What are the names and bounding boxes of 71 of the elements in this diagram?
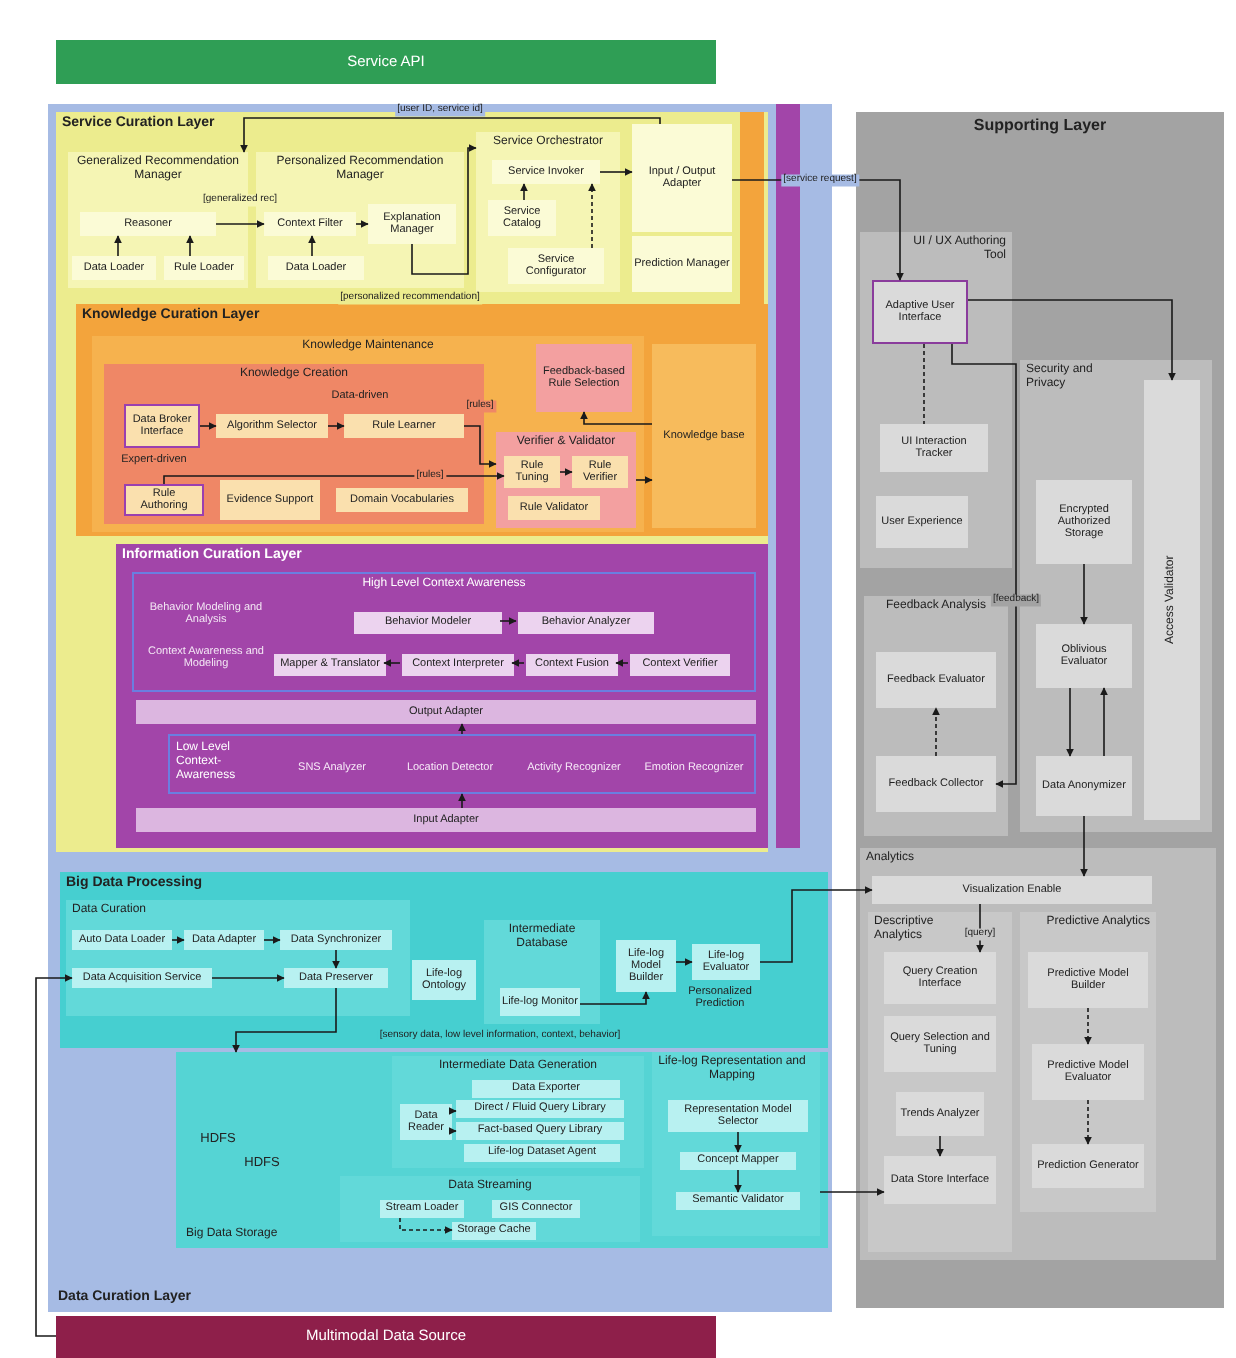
connector-arrow: [599, 168, 633, 176]
connector-arrow: [211, 974, 285, 982]
connector-arrow: [1100, 687, 1108, 757]
connector-arrow: [463, 425, 497, 468]
connector-arrow: [171, 936, 185, 944]
connector-arrow: [580, 411, 653, 425]
connector-arrow: [734, 1169, 742, 1193]
group-panel: [392, 1056, 644, 1168]
connector-arrow: [263, 936, 281, 944]
layer-title: Supporting Layer: [971, 116, 1109, 135]
layer-panel: [856, 112, 1224, 1308]
group-panel: [476, 132, 620, 292]
connector-arrow: [499, 617, 517, 625]
connector-arrow: [458, 793, 466, 809]
connector-arrow: [1066, 687, 1074, 757]
group-panel: [132, 572, 756, 692]
group-panel: [66, 900, 410, 1016]
layer-panel: [76, 304, 768, 536]
connector-arrow: [559, 468, 573, 476]
connector-arrow: [458, 723, 466, 735]
connector-arrow: [448, 1127, 457, 1135]
connector-arrow: [327, 422, 345, 430]
group-panel: [168, 734, 756, 794]
connector-arrow: [199, 422, 217, 430]
connector-arrow: [734, 1131, 742, 1153]
group-panel: [1020, 912, 1156, 1212]
group-panel: [652, 1052, 820, 1236]
group-panel: [496, 432, 636, 528]
connector-arrow: [579, 991, 650, 1005]
group-panel: [484, 920, 600, 1024]
connector-arrow: [936, 1135, 944, 1157]
group-panel: [176, 1052, 828, 1248]
connector-arrow: [1084, 1099, 1092, 1145]
connector-arrow: [759, 886, 873, 963]
connector-arrow: [355, 220, 369, 228]
connector-arrow: [932, 707, 940, 757]
connector-arrow: [240, 117, 661, 153]
connector-arrow: [215, 220, 265, 228]
connector-arrow: [588, 183, 596, 249]
connector-arrow: [635, 476, 653, 484]
connector-arrow: [186, 235, 194, 257]
connector-arrow: [1080, 815, 1088, 877]
connector-arrow: [967, 299, 1176, 381]
connector-arrow: [399, 1217, 453, 1234]
connector-arrow: [448, 1107, 457, 1115]
connector-line: [923, 343, 925, 425]
connector-arrow: [383, 659, 401, 667]
connector-arrow: [951, 343, 1017, 788]
group-panel: [92, 336, 644, 532]
connector-arrow: [332, 949, 340, 969]
connector-arrow: [675, 958, 693, 966]
connector-arrow: [35, 974, 73, 1337]
group-panel: [860, 232, 1012, 568]
connector-arrow: [615, 659, 629, 667]
connector-arrow: [520, 183, 528, 201]
connector-arrow: [163, 472, 505, 485]
connector-arrow: [511, 659, 525, 667]
connector-arrow: [232, 987, 337, 1053]
connector-arrow: [819, 1188, 885, 1196]
group-panel: [868, 912, 1012, 1252]
connector-arrow: [411, 144, 477, 275]
connector-arrow: [1084, 1007, 1092, 1045]
layer-panel: [56, 112, 768, 852]
connector-arrow: [114, 235, 122, 257]
layer-panel: [60, 872, 828, 1048]
group-panel: [256, 152, 464, 288]
group-panel: [340, 1176, 640, 1242]
connector-arrow: [308, 235, 316, 257]
group-panel: [860, 848, 1216, 1260]
layer-panel: [116, 544, 768, 848]
connector-arrow: [1080, 563, 1088, 625]
